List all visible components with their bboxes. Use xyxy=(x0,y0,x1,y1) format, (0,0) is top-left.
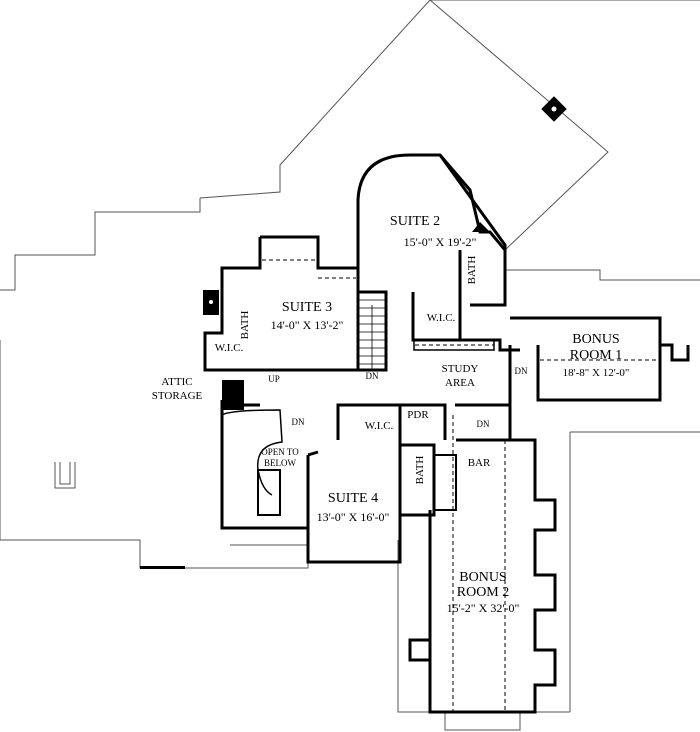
attic-storage-line1: ATTIC xyxy=(161,376,193,388)
stair-down-main-label: DN xyxy=(365,371,379,381)
bonus-room-1-line1: BONUS xyxy=(572,332,620,347)
bonus-room-2-dims: 15'-2" X 32'-0" xyxy=(446,601,520,615)
bonus-room-2-line1: BONUS xyxy=(459,570,507,585)
stair-down-bonus1-label: DN xyxy=(514,366,528,376)
stair-up-label: UP xyxy=(268,374,280,384)
suite-3-label: SUITE 3 xyxy=(281,300,333,315)
stair-down-spiral-label: DN xyxy=(291,417,305,427)
suite-4-wic-label: W.I.C. xyxy=(364,420,394,432)
bonus-room-1-line2: ROOM 1 xyxy=(569,348,623,363)
roof-vent xyxy=(541,96,567,122)
suite-3-bath-label: BATH xyxy=(239,310,251,340)
suite-4-bath-label: BATH xyxy=(414,455,426,485)
study-area-line1: STUDY xyxy=(441,363,479,375)
suite-4-dims: 13'-0" X 16'-0" xyxy=(316,510,390,524)
open-to-below-line1: OPEN TO xyxy=(261,447,299,457)
suite-3-dims: 14'-0" X 13'-2" xyxy=(270,318,344,332)
dashed-lines xyxy=(228,259,660,712)
suite-2-wic-label: W.I.C. xyxy=(426,312,456,324)
study-area-line2: AREA xyxy=(445,377,475,389)
stair-down-bar-label: DN xyxy=(476,419,490,429)
suite-2-bath-label: BATH xyxy=(466,255,478,285)
suite-3-wic-label: W.I.C. xyxy=(214,342,244,354)
powder-room-label: PDR xyxy=(407,409,429,421)
attic-storage-line2: STORAGE xyxy=(151,390,203,402)
chimney-base xyxy=(140,566,185,569)
open-to-below-line2: BELOW xyxy=(264,458,296,468)
stair-treads xyxy=(358,299,386,370)
bonus-room-2-line2: ROOM 2 xyxy=(456,585,510,600)
bonus-room-1-dims: 18'-8" X 12'-0" xyxy=(562,367,630,379)
bar-label: BAR xyxy=(467,457,491,469)
suite-2-label: SUITE 2 xyxy=(389,214,441,229)
suite-2-dims: 15'-0" X 19'-2" xyxy=(403,235,477,249)
suite-4-label: SUITE 4 xyxy=(327,491,379,506)
